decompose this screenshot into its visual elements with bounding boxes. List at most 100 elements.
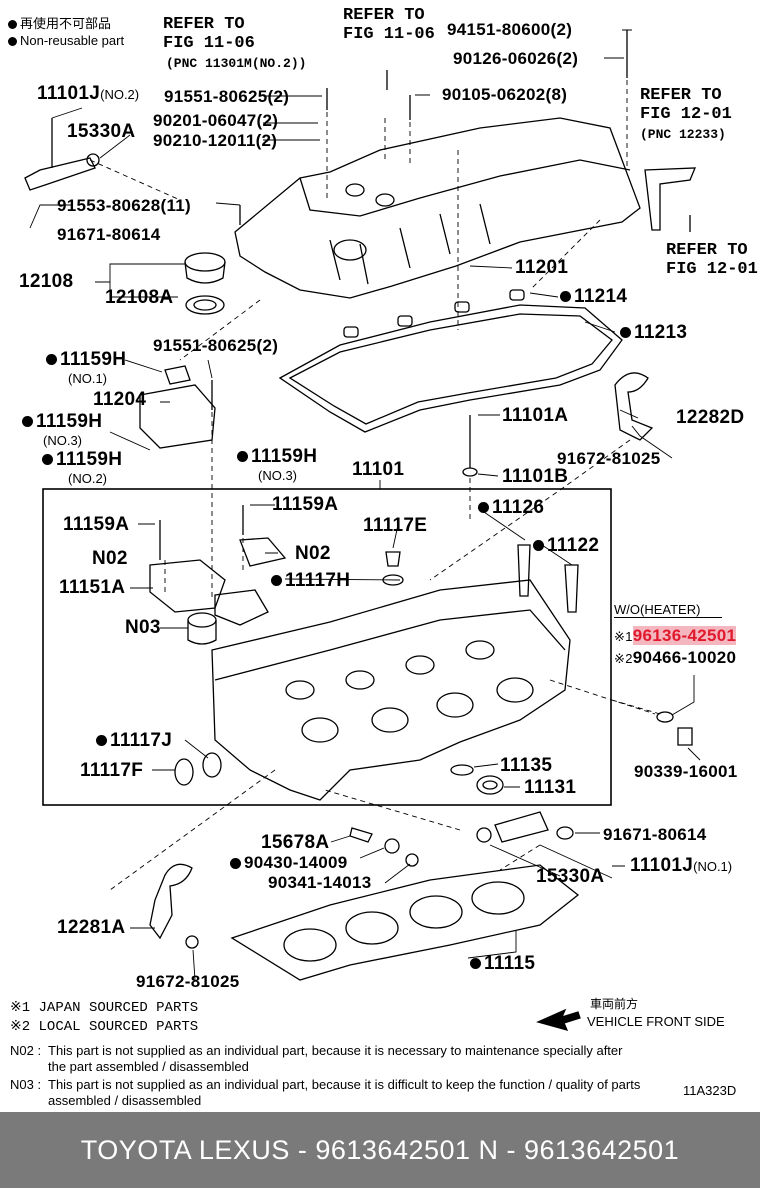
part-11159h-no2[interactable]: 11159H (42, 449, 122, 471)
part-11214[interactable]: 11214 (560, 286, 627, 308)
note-n02-key: N02 : (10, 1043, 42, 1058)
part-11159h-no3-a-number: 11159H (36, 411, 103, 432)
part-96136-number: 96136-42501 (632, 626, 737, 645)
footer-bar (0, 1112, 760, 1188)
nonreusable-dot-icon (230, 858, 241, 870)
part-96136-42501[interactable]: ※196136-42501 (614, 626, 737, 646)
part-11122-number: 11122 (547, 535, 600, 556)
ref-fig-12-01-a[interactable]: REFER TO FIG 12-01 (640, 86, 732, 124)
front-arrow-shape (536, 1008, 581, 1031)
part-12108a[interactable]: 12108A (105, 287, 174, 308)
nonreusable-dot-icon (46, 354, 57, 366)
part-91671-80614-bottom[interactable]: 91671-80614 (603, 825, 707, 844)
part-11115[interactable]: 11115 (470, 953, 535, 975)
part-11159a-a[interactable]: 11159A (63, 514, 130, 535)
part-90339-16001[interactable]: 90339-16001 (634, 762, 738, 781)
part-11101a[interactable]: 11101A (502, 405, 569, 426)
part-11101[interactable]: 11101 (352, 459, 405, 480)
part-96136-mark: ※1 (614, 629, 633, 644)
part-11135[interactable]: 11135 (500, 755, 553, 776)
cylinder-head-box (42, 488, 612, 806)
part-11159a-b[interactable]: 11159A (272, 494, 339, 515)
part-11101b[interactable]: 11101B (502, 466, 569, 487)
part-n03[interactable]: N03 (125, 617, 161, 638)
part-90430-14009-number: 90430-14009 (244, 853, 348, 872)
part-90466-mark: ※2 (614, 651, 633, 666)
nonreusable-dot-icon (96, 735, 107, 747)
part-15330a-bottom[interactable]: 15330A (536, 866, 605, 887)
part-11204[interactable]: 11204 (93, 389, 147, 410)
footer-part-number: TOYOTA LEXUS - 9613642501 N - 9613642501 (80, 1135, 680, 1165)
part-91553-80628[interactable]: 91553-80628(11) (57, 196, 192, 215)
front-side-en: VEHICLE FRONT SIDE (587, 1014, 725, 1029)
nonreusable-dot-icon (620, 327, 631, 339)
part-11159h-no1[interactable]: 11159H (46, 349, 126, 371)
cylinder-head-shape (211, 579, 571, 801)
part-11122[interactable]: 11122 (533, 535, 599, 557)
part-90105-06202[interactable]: 90105-06202(8) (442, 85, 568, 104)
part-12282d[interactable]: 12282D (676, 407, 745, 428)
part-11117h[interactable]: 11117H (271, 570, 350, 592)
part-12108[interactable]: 12108 (19, 271, 74, 292)
nonreusable-dot-icon (560, 291, 571, 303)
nonreusable-dot-icon (271, 575, 282, 587)
engine-hanger-right-shape (614, 372, 654, 441)
part-90466-10020[interactable]: ※290466-10020 (614, 648, 736, 668)
ref-fig-11-06-b[interactable]: REFER TO FIG 11-06 (343, 6, 435, 44)
part-91672-81025-top[interactable]: 91672-81025 (557, 449, 661, 468)
part-11117j[interactable]: 11117J (96, 730, 172, 752)
part-12281a[interactable]: 12281A (57, 917, 126, 938)
part-11159h-no2-sub: (NO.2) (68, 471, 107, 486)
part-n02-b[interactable]: N02 (295, 543, 331, 564)
heater-variant-label: W/O(HEATER) (614, 602, 723, 618)
part-11101j-no2[interactable]: 11101J(NO.2) (37, 83, 139, 105)
part-15330a-top[interactable]: 15330A (67, 121, 136, 142)
part-90201-06047[interactable]: 90201-06047(2) (153, 111, 279, 130)
ref-fig-12-01-a-pnc: (PNC 12233) (640, 127, 726, 142)
part-11159h-no2-number: 11159H (56, 449, 123, 470)
part-11117e[interactable]: 11117E (363, 515, 428, 536)
part-11213-number: 11213 (634, 322, 688, 343)
engine-hanger-left-shape (149, 863, 193, 940)
part-11213[interactable]: 11213 (620, 322, 687, 344)
part-11159h-no3-b[interactable]: 11159H (237, 446, 317, 468)
part-11159h-no3-a[interactable]: 11159H (22, 411, 102, 433)
nonreusable-dot-icon (237, 451, 248, 463)
part-11126[interactable]: 11126 (478, 497, 544, 519)
part-15678a[interactable]: 15678A (261, 832, 330, 853)
part-11115-number: 11115 (484, 953, 536, 974)
part-11101j-no1-sub: (NO.1) (693, 859, 733, 874)
part-91672-81025-bottom[interactable]: 91672-81025 (136, 972, 240, 991)
part-11151a[interactable]: 11151A (59, 577, 126, 598)
ref-fig-11-06-a-pnc: (PNC 11301M(NO.2)) (166, 56, 307, 71)
figure-id: 11A323D (683, 1083, 737, 1098)
cover-gasket-shape (278, 304, 623, 433)
ocv-bottom-shape (494, 811, 549, 843)
part-91551-80625-b[interactable]: 91551-80625(2) (153, 336, 279, 355)
part-11131[interactable]: 11131 (524, 777, 577, 798)
part-91671-80614-top[interactable]: 91671-80614 (57, 225, 161, 244)
part-11101j-no2-number: 11101J (37, 83, 101, 104)
oil-cap-shape (184, 252, 226, 272)
part-91551-80625-a[interactable]: 91551-80625(2) (164, 87, 290, 106)
part-90126-06026[interactable]: 90126-06026(2) (453, 49, 579, 68)
part-11101j-no2-sub: (NO.2) (100, 87, 140, 102)
part-90430-14009[interactable]: 90430-14009 (230, 853, 348, 873)
part-11159h-no1-sub: (NO.1) (68, 371, 107, 386)
ref-fig-11-06-a[interactable]: REFER TO FIG 11-06 (163, 15, 255, 53)
legend-jp-text: 再使用不可部品 (20, 16, 112, 31)
part-90210-12011[interactable]: 90210-12011(2) (153, 131, 278, 150)
part-90466-number: 90466-10020 (632, 648, 737, 667)
part-n02-a[interactable]: N02 (92, 548, 128, 569)
part-94151-80600[interactable]: 94151-80600(2) (447, 20, 573, 39)
part-11201[interactable]: 11201 (515, 257, 569, 278)
part-11117f[interactable]: 11117F (80, 760, 144, 781)
part-11101j-no1[interactable]: 11101J(NO.1) (630, 855, 732, 877)
note-japan-sourced: ※1 JAPAN SOURCED PARTS (10, 1000, 199, 1016)
ref-fig-12-01-b[interactable]: REFER TO FIG 12-01 (666, 241, 758, 279)
oil-cap-gasket-shape (185, 295, 225, 315)
note-n02-text: This part is not supplied as an individu… (48, 1043, 623, 1074)
part-90341-14013[interactable]: 90341-14013 (268, 873, 372, 892)
legend-jp: 再使用不可部品 (8, 13, 111, 32)
